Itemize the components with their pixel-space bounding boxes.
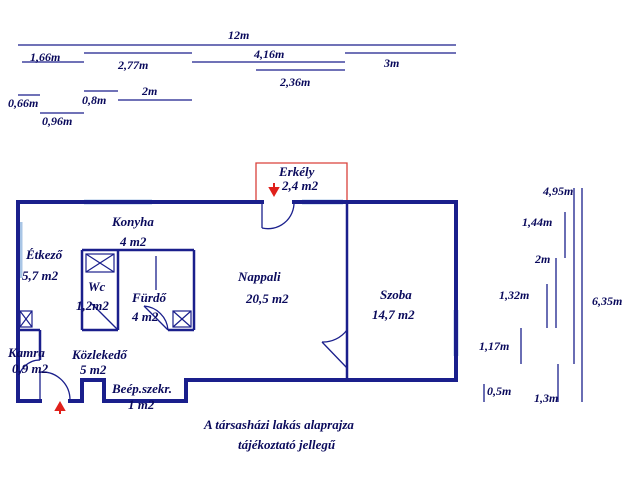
interior-walls	[18, 202, 349, 380]
door-kamra-swing	[17, 359, 41, 383]
room-etkezo-name: Étkező	[26, 247, 63, 262]
right-dimension-lines	[483, 188, 583, 402]
room-etkezo-area: 5,7 m2	[22, 268, 59, 283]
room-kozlekedo-name: Közlekedő	[72, 347, 127, 362]
doors	[17, 201, 348, 401]
vent-kitchen	[85, 253, 115, 273]
dim-label-13: 1,3m	[534, 391, 559, 405]
room-konyha-area: 4 m2	[120, 234, 147, 249]
top-dimension-lines	[18, 44, 456, 114]
room-nappali-name: Nappali	[238, 269, 281, 284]
vent-kitchen-x2	[85, 253, 115, 273]
room-beepszek-area: 1 m2	[128, 397, 155, 412]
dim-label-096: 0,96m	[42, 114, 73, 128]
dim-label-2: 2m	[142, 84, 158, 98]
dim-label-132: 1,32m	[499, 288, 530, 302]
room-erkely-area: 2,4 m2	[282, 178, 319, 193]
balcony-arrow	[268, 183, 280, 198]
balcony-outline	[255, 162, 348, 200]
room-erkely-name: Erkély	[279, 164, 315, 179]
room-furdo-area: 4 m2	[132, 309, 159, 324]
dim-label-08: 0,8m	[82, 93, 107, 107]
vent-kamra-x2	[19, 310, 33, 328]
room-kamra-name: Kamra	[8, 345, 45, 360]
dim-label-144: 1,44m	[522, 215, 553, 229]
door-furdo-leaf	[143, 305, 169, 331]
vent-kamra	[19, 310, 33, 328]
dim-label-236: 2,36m	[280, 75, 311, 89]
door-wc-leaf	[91, 303, 119, 331]
dim-label-495: 4,95m	[543, 184, 574, 198]
ventilation-boxes	[19, 253, 192, 328]
room-beepszek-name: Beép.szekr.	[112, 381, 172, 396]
dim-label-3: 3m	[384, 56, 400, 70]
room-szoba-name: Szoba	[380, 287, 412, 302]
room-nappali-area: 20,5 m2	[246, 291, 289, 306]
door-szoba-leaf	[321, 341, 348, 369]
door-furdo-swing	[143, 305, 169, 331]
vent-bath	[172, 310, 192, 328]
room-kozlekedo-area: 5 m2	[80, 362, 107, 377]
room-szoba-area: 14,7 m2	[372, 307, 415, 322]
room-wc-name: Wc	[88, 279, 106, 294]
dim-label-05: 0,5m	[487, 384, 512, 398]
dim-label-635: 6,35m	[592, 294, 623, 308]
door-nappali-swing	[261, 201, 295, 230]
room-kamra-area: 0,9 m2	[12, 361, 49, 376]
caption-line-2: tájékoztató jellegű	[238, 437, 336, 452]
dim-label-117: 1,17m	[479, 339, 510, 353]
dim-label-277: 2,77m	[118, 58, 149, 72]
dim-label-total: 12m	[228, 28, 250, 42]
room-wc-area: 1,2m2	[76, 298, 109, 313]
room-furdo-name: Fürdő	[132, 290, 166, 305]
dim-label-166: 1,66m	[30, 50, 61, 64]
dim-label-416: 4,16m	[254, 47, 285, 61]
caption-line-1: A társasházi lakás alaprajza	[204, 417, 354, 432]
room-konyha-name: Konyha	[112, 214, 154, 229]
dim-label-066: 0,66m	[8, 96, 39, 110]
entrance-arrow	[54, 400, 66, 414]
vent-bath-x2	[172, 310, 192, 328]
exterior-walls	[16, 200, 458, 403]
entry-arrows	[54, 183, 280, 414]
dim-label-2v: 2m	[535, 252, 551, 266]
door-entrance-swing	[39, 371, 71, 401]
door-szoba-swing	[321, 329, 348, 343]
